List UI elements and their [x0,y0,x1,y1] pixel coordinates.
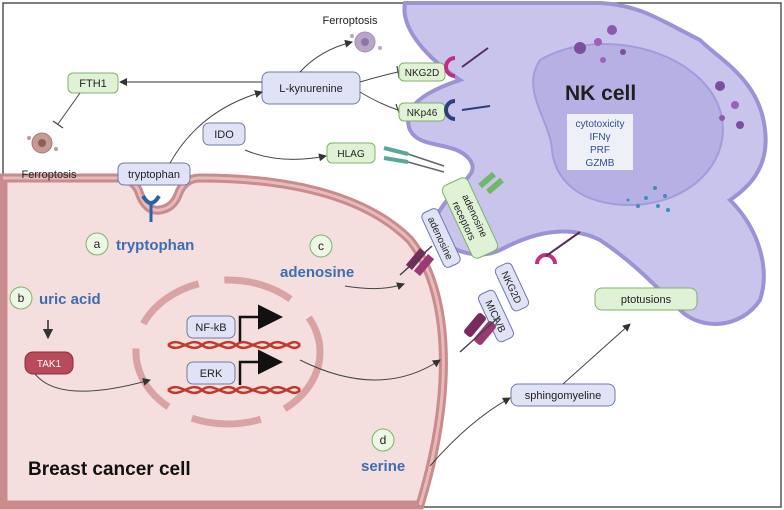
effector-item: PRF [590,145,610,156]
l-kynurenine-box [261,71,361,105]
sphingomyeline-label: sphingomyeline [525,390,601,402]
inhibition-line [57,92,81,125]
inhibition-bar [52,120,64,129]
nkp46-label: NKp46 [407,108,438,119]
l-kynurenine-label: L-kynurenine [279,83,343,95]
mica-b-box: MICA/B [477,289,515,343]
effector-box [567,114,633,170]
ido-box [202,122,246,146]
tak1-label: TAK1 [37,359,62,370]
erk-box [186,361,236,385]
arrow-nucleus-to-micab [299,359,441,381]
ptotusions-box [594,287,698,311]
ferroptosis-left-label: Ferroptosis [21,169,77,181]
tryptophan-transporter-icon [141,194,161,205]
effector-item: GZMB [586,158,615,169]
ido-label: IDO [214,129,234,141]
mica-b-ligand-icon [459,313,501,353]
ferroptotic-cell-icon [27,132,58,154]
transcription-arrow [238,304,283,343]
arrow-adenosine-to-receptor [344,282,405,291]
nucleus-envelope [132,276,324,428]
step-d-letter: d [380,433,387,447]
arrow-lkyn-to-ferroptosis [299,39,353,73]
receptor-stalk [461,47,489,68]
hlag-box [326,142,376,164]
step-a-letter: a [94,237,101,251]
nkg2d-top-label: NKG2D [405,68,439,79]
nkg2d-top-box [398,62,446,82]
ptotusions-label: ptotusions [621,294,672,306]
effector-item: IFNγ [589,132,610,143]
dna-helix-icon [167,340,301,350]
nfkb-label: NF-kB [195,322,226,334]
arrow-sphingo-to-ptotusions [562,323,631,385]
adenosine-transporter-icon [399,245,435,276]
effector-item: cytotoxicity [576,119,625,130]
dna-helix-icon [167,385,301,395]
nfkb-box [186,315,236,339]
step-d-text: serine [361,458,405,475]
tryptophan-box-label: tryptophan [128,169,180,181]
step-b-badge [9,286,33,310]
transcription-arrow [238,349,283,385]
nk-granules [574,25,744,212]
step-b-text: uric acid [39,291,101,308]
hlag-receptor-icon [383,146,445,173]
step-a-text: tryptophan [116,237,194,254]
fth1-label: FTH1 [79,78,107,90]
step-c-badge [309,234,333,258]
inhibition-lkyn-nkg2d [359,71,399,83]
nk-cell-title: NK cell [565,82,636,105]
nkg2d-receptor-icon [535,253,557,265]
nkp46-receptor-icon [444,99,456,121]
tak1-box [24,351,74,375]
arrow-ido-to-hlag [244,149,327,162]
nkg2d-receptor-icon [444,56,456,78]
cancer-cell-title: Breast cancer cell [28,459,191,480]
receptor-stalk [461,105,491,111]
ferroptosis-top-label: Ferroptosis [322,15,378,27]
hlag-label: HLAG [337,149,364,160]
arrow-serine-to-sphingo [429,397,511,467]
ferroptotic-cell-icon [350,31,382,53]
step-d-badge [371,428,395,452]
step-a-badge [85,232,109,256]
fth1-box [67,72,119,94]
adenosine-receptor-icon [478,171,504,195]
cancer-cell-membrane [0,173,448,510]
erk-label: ERK [200,368,223,380]
cancer-cell-membrane-inner [3,176,445,506]
arrow-tak1-to-nucleus [34,373,151,392]
tryptophan-box [117,162,191,186]
arrow-tryptophan-to-lkyn [169,90,263,164]
step-c-text: adenosine [280,264,354,281]
inhibition-lkyn-nkp46 [359,91,399,111]
receptor-stalk [545,231,581,257]
step-c-letter: c [318,239,324,253]
step-b-letter: b [18,291,25,305]
